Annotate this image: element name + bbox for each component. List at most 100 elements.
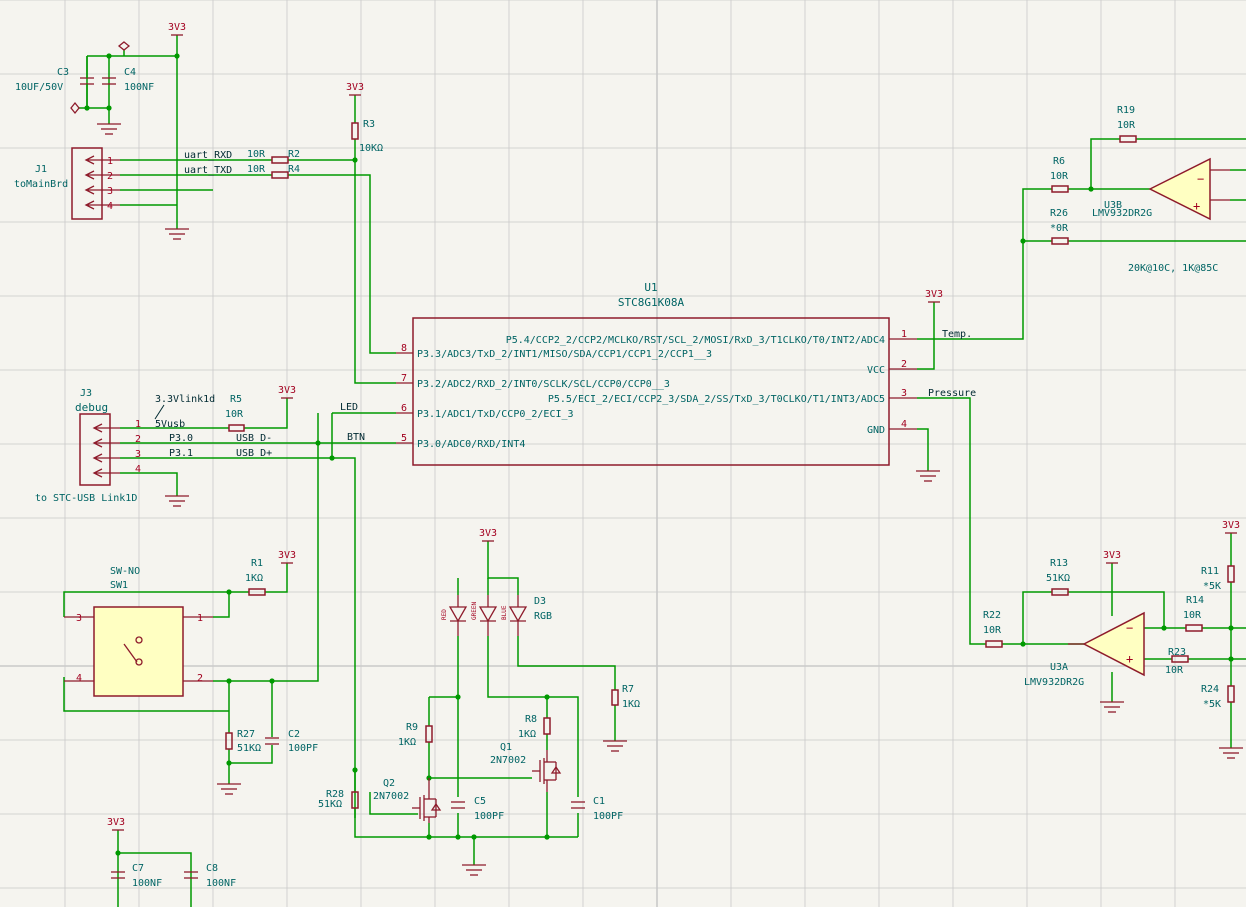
wires bbox=[63, 35, 1246, 907]
power-3v3-d3: 3V3 bbox=[479, 528, 497, 542]
q2-value: 2N7002 bbox=[373, 791, 409, 802]
power-3v3-u1: 3V3 bbox=[925, 289, 943, 303]
junction-dot-icon bbox=[1228, 656, 1234, 662]
c7-capacitor: C7 100NF bbox=[111, 863, 162, 889]
svg-text:10R: 10R bbox=[983, 625, 1002, 636]
svg-text:C7: C7 bbox=[132, 863, 144, 874]
u1-mcu[interactable]: U1 STC8G1K08A 8 7 6 5 P3.3/ADC3/TxD_2/IN… bbox=[396, 281, 917, 466]
j1-ref: J1 bbox=[35, 164, 47, 175]
svg-text:R11: R11 bbox=[1201, 566, 1219, 577]
junction-dot-icon bbox=[269, 678, 275, 684]
power-3v3-top: 3V3 bbox=[168, 22, 186, 36]
chevron-left-arrow-icon bbox=[92, 438, 120, 448]
ground-symbol-icon bbox=[217, 783, 241, 795]
svg-text:R14: R14 bbox=[1186, 595, 1204, 606]
sw1-push-switch[interactable]: SW-NO SW1 3 1 4 2 bbox=[64, 566, 213, 697]
svg-text:1KΩ: 1KΩ bbox=[398, 737, 416, 748]
j3-body bbox=[79, 413, 111, 486]
svg-text:100PF: 100PF bbox=[474, 811, 504, 822]
u1-pin-2-num: 2 bbox=[901, 359, 907, 370]
j1-pin-arrows bbox=[84, 155, 120, 210]
j1-value: toMainBrd bbox=[14, 179, 68, 190]
junction-dot-icon bbox=[329, 455, 335, 461]
svg-text:R3: R3 bbox=[363, 119, 375, 130]
sw1-pin-1: 1 bbox=[197, 613, 203, 624]
power-3v3-r11: 3V3 bbox=[1222, 520, 1240, 534]
power-3v3-r1: 3V3 bbox=[278, 550, 296, 564]
c8-capacitor: C8 100NF bbox=[184, 863, 236, 889]
svg-text:3V3: 3V3 bbox=[278, 550, 296, 561]
svg-text:51KΩ: 51KΩ bbox=[1046, 573, 1070, 584]
push-switch-icon bbox=[123, 636, 143, 666]
u3b-opamp[interactable]: − + U3B LMV932DR2G 20K@10C, 1K@85C bbox=[1092, 157, 1230, 274]
svg-text:C2: C2 bbox=[288, 729, 300, 740]
net-label-5vusb: 5Vusb bbox=[155, 419, 185, 430]
j3-pin-3-num: 3 bbox=[135, 449, 141, 460]
r24-resistor: R24*5K bbox=[1201, 684, 1235, 710]
sw1-ref: SW1 bbox=[110, 580, 128, 591]
svg-text:R22: R22 bbox=[983, 610, 1001, 621]
junction-dot-icon bbox=[471, 834, 477, 840]
q2-ref: Q2 bbox=[383, 778, 395, 789]
junction-dot-icon bbox=[1228, 625, 1234, 631]
j1-pin-4-num: 4 bbox=[107, 201, 113, 212]
j1-pin-2-num: 2 bbox=[107, 171, 113, 182]
net-label-leader bbox=[154, 404, 165, 420]
q1-mosfet[interactable]: Q1 2N7002 bbox=[490, 742, 562, 792]
junction-dot-icon bbox=[544, 834, 550, 840]
sw1-pin-2: 2 bbox=[197, 673, 203, 684]
net-label-3v3link1d: 3.3Vlink1d bbox=[155, 394, 215, 405]
junction-dot-icon bbox=[426, 834, 432, 840]
u1-pin-3-name: P5.5/ECI_2/ECI/CCP2_3/SDA_2/SS/TxD_3/T0C… bbox=[548, 394, 885, 405]
led-triangle-icon bbox=[508, 606, 528, 623]
triangle-opamp-icon bbox=[1148, 157, 1211, 221]
q2-mosfet[interactable]: Q2 2N7002 bbox=[373, 778, 442, 823]
svg-text:3V3: 3V3 bbox=[278, 385, 296, 396]
ground-symbol-icon bbox=[165, 228, 189, 240]
svg-text:1KΩ: 1KΩ bbox=[245, 573, 263, 584]
u1-pin-8-num: 8 bbox=[401, 343, 407, 354]
d3-ref: D3 bbox=[534, 596, 546, 607]
svg-text:100NF: 100NF bbox=[206, 878, 236, 889]
power-3v3-c7: 3V3 bbox=[107, 817, 125, 831]
svg-text:−: − bbox=[1126, 621, 1133, 635]
diamond-power-flag-icon bbox=[70, 101, 80, 115]
svg-text:R1: R1 bbox=[251, 558, 263, 569]
svg-text:10R: 10R bbox=[225, 409, 244, 420]
ground-symbol-icon bbox=[462, 864, 486, 876]
svg-text:R13: R13 bbox=[1050, 558, 1068, 569]
j1-connector[interactable]: J1 toMainBrd 1 2 3 4 uart_RXD uart_TXD bbox=[14, 147, 232, 220]
u1-pin-5-name: P3.0/ADC0/RXD/INT4 bbox=[417, 439, 525, 450]
svg-text:100NF: 100NF bbox=[132, 878, 162, 889]
junction-dot-icon bbox=[115, 850, 121, 856]
svg-text:+: + bbox=[1193, 199, 1200, 213]
chevron-left-arrow-icon bbox=[84, 185, 120, 195]
u1-pin-1-num: 1 bbox=[901, 329, 907, 340]
u1-pins-right: P5.4/CCP2_2/CCP2/MCLKO/RST/SCL_2/MOSI/Rx… bbox=[506, 329, 917, 436]
d3-rgb-led[interactable]: D3 RGB RED GREEN BLUE bbox=[441, 595, 552, 636]
junction-dot-icon bbox=[106, 105, 112, 111]
j3-connector[interactable]: J3 debug to STC-USB Link1D 1 2 3 4 3.3Vl… bbox=[35, 388, 365, 504]
u3a-opamp[interactable]: − + U3A LMV932DR2G bbox=[1024, 611, 1145, 688]
ground-symbol-icon bbox=[1219, 747, 1243, 759]
power-3v3-r3: 3V3 bbox=[346, 82, 364, 96]
svg-text:R6: R6 bbox=[1053, 156, 1065, 167]
chevron-left-arrow-icon bbox=[84, 170, 120, 180]
svg-text:10R: 10R bbox=[1117, 120, 1136, 131]
j1-pin-3-num: 3 bbox=[107, 186, 113, 197]
q1-ref: Q1 bbox=[500, 742, 512, 753]
net-label-uart-txd: uart_TXD bbox=[184, 165, 232, 176]
svg-text:R8: R8 bbox=[525, 714, 537, 725]
u1-pin-3-num: 3 bbox=[901, 388, 907, 399]
sw1-pin-4: 4 bbox=[76, 673, 82, 684]
svg-text:−: − bbox=[1197, 172, 1204, 186]
n-mosfet-icon bbox=[412, 778, 442, 823]
junction-dot-icon bbox=[1088, 186, 1094, 192]
svg-text:C3: C3 bbox=[57, 67, 69, 78]
